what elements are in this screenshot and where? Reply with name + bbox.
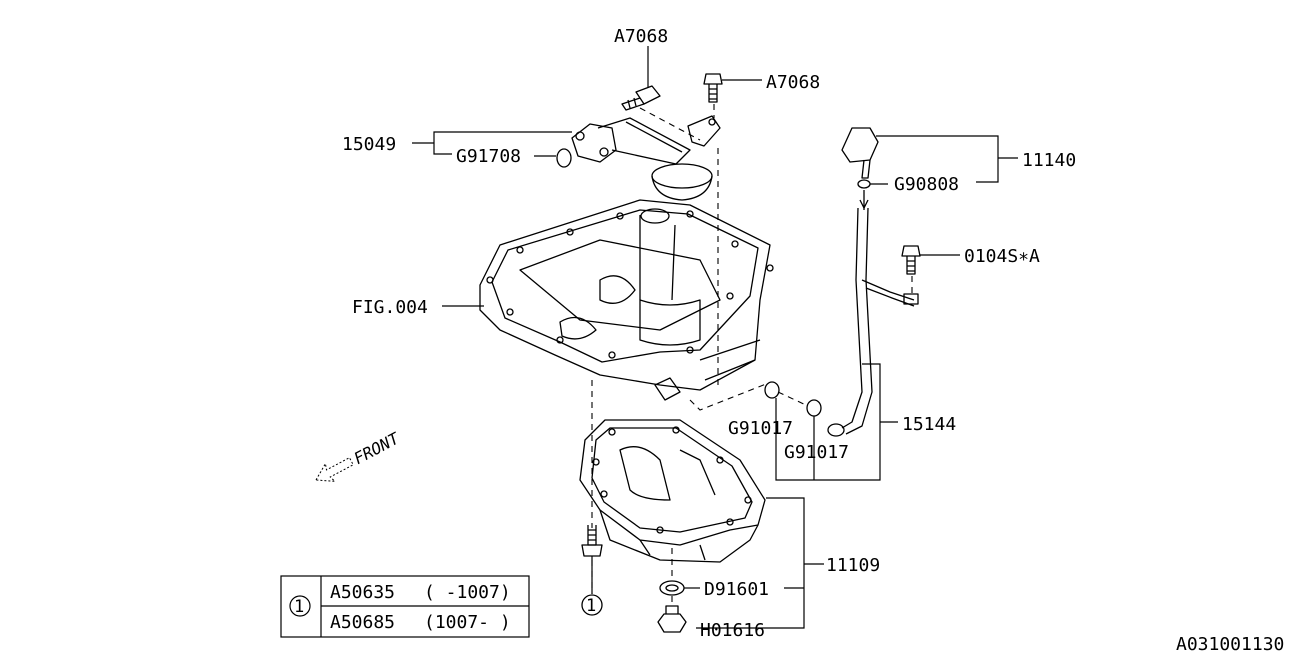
front-label: FRONT <box>351 428 404 468</box>
label-d91601: D91601 <box>704 579 769 600</box>
legend-row-2-part: A50685 <box>330 612 395 633</box>
oil-level-gauge-guide <box>827 207 919 437</box>
label-h01616: H01616 <box>700 620 765 641</box>
legend-row-1-range: ( -1007) <box>424 582 511 603</box>
upper-oil-pan <box>479 199 774 401</box>
bolt-ref-1 <box>581 525 603 557</box>
oil-strainer <box>571 115 721 201</box>
lower-oil-pan <box>579 419 766 563</box>
legend-table: 1 A50635 ( -1007) A50685 (1007- ) <box>280 575 530 638</box>
label-g91017-a: G91017 <box>728 418 793 439</box>
label-a7068-top: A7068 <box>614 26 668 47</box>
legend-row-2-range: (1007- ) <box>424 612 511 633</box>
label-0104s-a: 0104S∗A <box>964 246 1040 267</box>
label-15049: 15049 <box>342 134 396 155</box>
leader-lines <box>412 46 1018 629</box>
bolt-a7068-right <box>703 73 723 103</box>
ref-marker-circle <box>581 594 603 616</box>
ref-marker-number: 1 <box>586 596 596 616</box>
label-15144: 15144 <box>902 414 956 435</box>
o-ring-g91017-a <box>764 381 780 399</box>
drain-plug-h01616 <box>657 605 687 633</box>
label-a7068-right: A7068 <box>766 72 820 93</box>
label-11109: 11109 <box>826 555 880 576</box>
label-11140: 11140 <box>1022 150 1076 171</box>
o-ring-g91708 <box>556 148 572 168</box>
label-g91017-b: G91017 <box>784 442 849 463</box>
bolt-0104s <box>901 245 921 275</box>
drain-gasket-d91601 <box>659 580 685 596</box>
front-indicator: FRONT <box>315 428 404 482</box>
label-g91708: G91708 <box>456 146 521 167</box>
oil-level-gauge <box>841 127 879 210</box>
bolt-a7068-top <box>621 85 661 111</box>
label-fig-004: FIG.004 <box>352 297 428 318</box>
o-ring-g91017-b <box>806 399 822 417</box>
legend-row-1-part: A50635 <box>330 582 395 603</box>
label-g90808: G90808 <box>894 174 959 195</box>
legend-marker: 1 <box>294 597 304 617</box>
diagram-id: A031001130 <box>1176 634 1284 653</box>
